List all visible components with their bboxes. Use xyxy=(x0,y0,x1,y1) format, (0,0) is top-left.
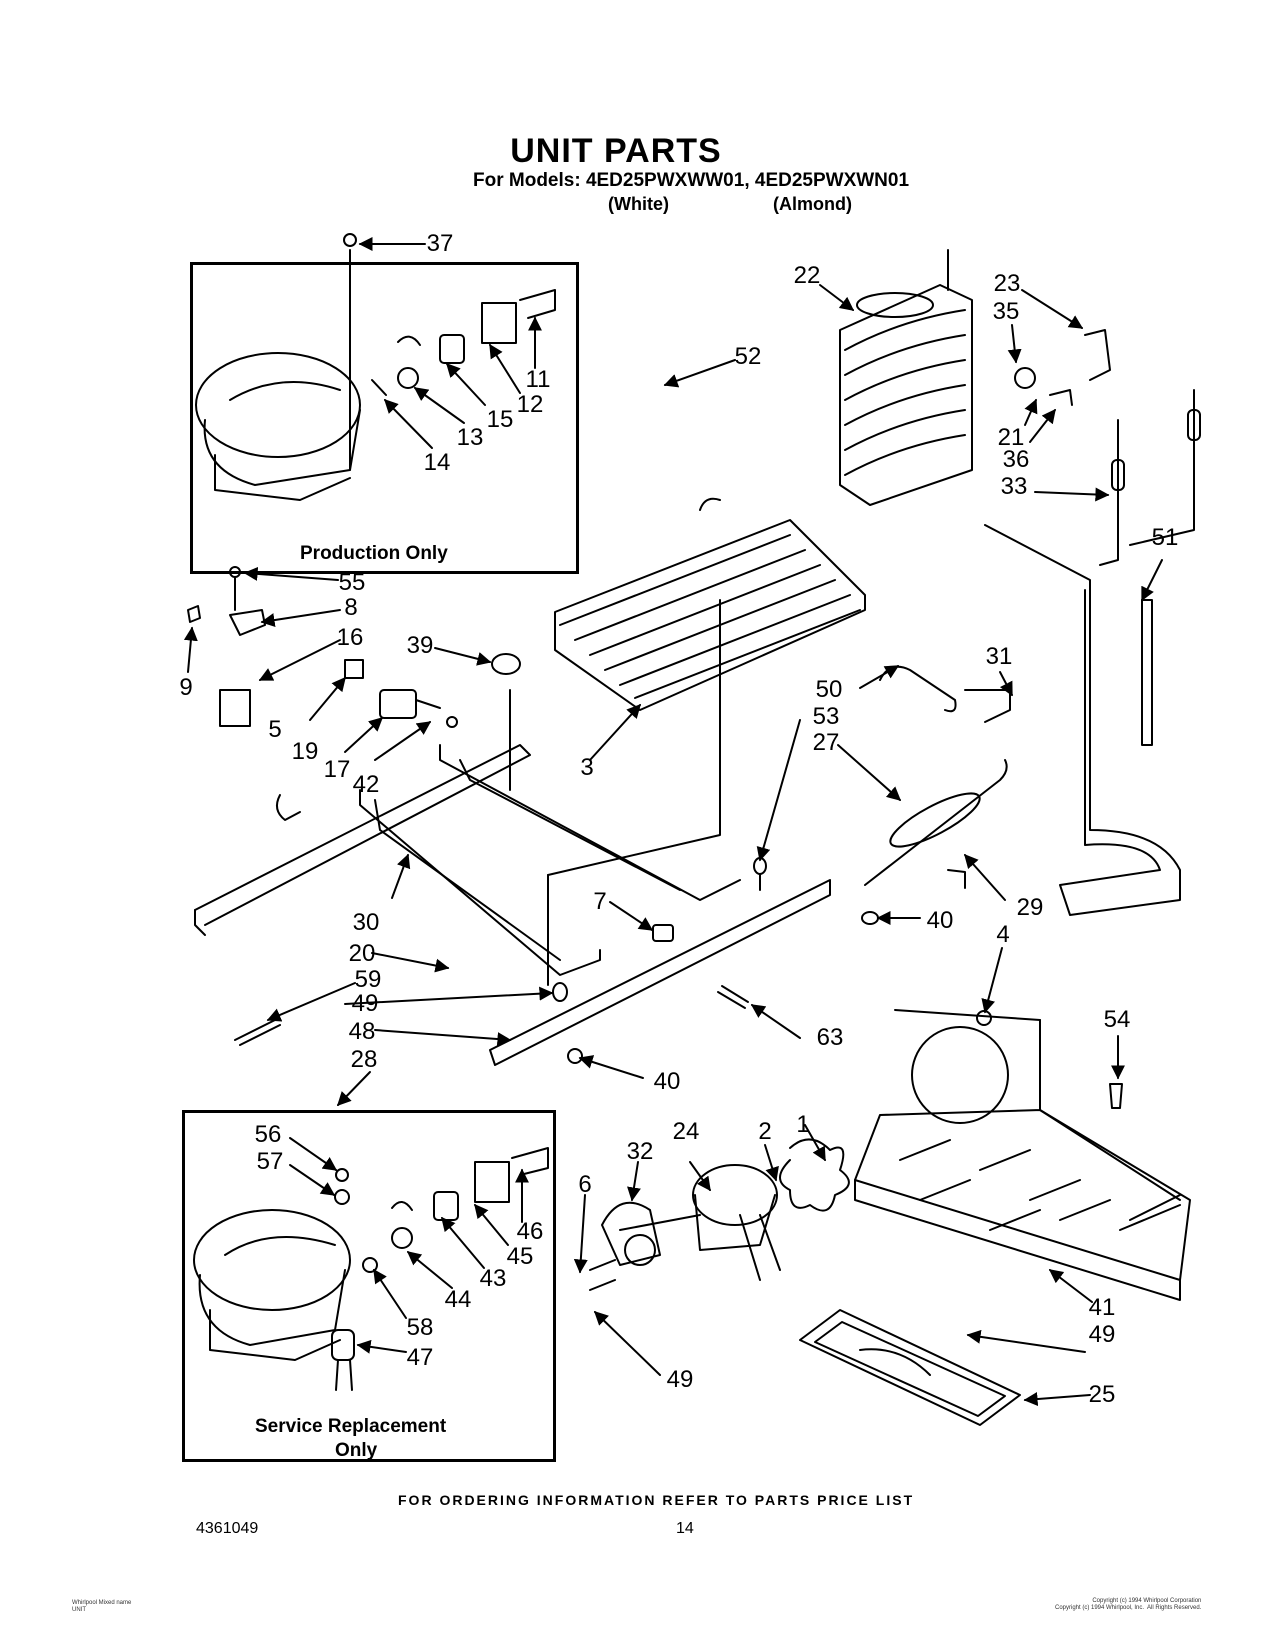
callout-63: 63 xyxy=(816,1024,844,1051)
page-number: 14 xyxy=(676,1520,694,1537)
callout-54: 54 xyxy=(1103,1006,1131,1033)
service-replacement-label-only: Only xyxy=(335,1440,378,1461)
compressor-service xyxy=(194,1148,548,1390)
service-replacement-label: Service Replacement xyxy=(255,1416,447,1437)
callout-13: 13 xyxy=(456,424,484,451)
callout-41: 41 xyxy=(1088,1294,1116,1321)
callout-12: 12 xyxy=(516,391,544,418)
defrost-parts-right xyxy=(985,330,1200,915)
callout-1: 1 xyxy=(796,1111,810,1138)
callout-37: 37 xyxy=(426,230,454,257)
callout-6: 6 xyxy=(578,1171,592,1198)
callout-23: 23 xyxy=(993,270,1021,297)
fineprint-right: Copyright (c) 1994 Whirlpool Corporation… xyxy=(1055,1598,1202,1611)
condenser-coil xyxy=(555,499,865,710)
relay-parts-production xyxy=(344,234,555,470)
callout-43: 43 xyxy=(479,1265,507,1292)
drier-filter xyxy=(865,667,1010,888)
callout-20: 20 xyxy=(348,940,376,967)
callout-2: 2 xyxy=(758,1118,772,1145)
callout-9: 9 xyxy=(179,674,193,701)
callout-52: 52 xyxy=(734,343,762,370)
callout-48: 48 xyxy=(348,1018,376,1045)
callout-50: 50 xyxy=(815,676,843,703)
callout-42: 42 xyxy=(352,771,380,798)
callout-7: 7 xyxy=(593,888,607,915)
callout-59: 59 xyxy=(354,966,382,993)
service-replacement-box xyxy=(182,1110,556,1462)
callout-14: 14 xyxy=(423,449,451,476)
fineprint-left: Whirlpool Mixed name UNIT xyxy=(72,1600,132,1613)
callout-27: 27 xyxy=(812,729,840,756)
callout-3: 3 xyxy=(580,754,594,781)
callout-44: 44 xyxy=(444,1286,472,1313)
page-title: UNIT PARTS xyxy=(510,132,722,170)
callout-58: 58 xyxy=(406,1314,434,1341)
callout-17: 17 xyxy=(323,756,351,783)
ordering-info: FOR ORDERING INFORMATION REFER TO PARTS … xyxy=(398,1492,915,1508)
callout-22: 22 xyxy=(793,262,821,289)
callout-19: 19 xyxy=(291,738,319,765)
compressor-production xyxy=(196,353,360,500)
callout-15: 15 xyxy=(486,406,514,433)
models-line: For Models: 4ED25PWXWW01, 4ED25PWXWN01 xyxy=(473,170,910,191)
machine-compartment-base xyxy=(855,1010,1190,1300)
drain-pan xyxy=(800,1310,1020,1425)
callout-56: 56 xyxy=(254,1121,282,1148)
color-almond-label: (Almond) xyxy=(773,194,852,214)
callout-49-frame: 49 xyxy=(351,990,379,1017)
callout-49-base: 49 xyxy=(1088,1321,1116,1348)
callout-29: 29 xyxy=(1016,894,1044,921)
callout-51: 51 xyxy=(1151,524,1179,551)
color-white-label: (White) xyxy=(608,194,669,214)
callout-5: 5 xyxy=(268,716,282,743)
callout-24: 24 xyxy=(672,1118,700,1145)
callout-49-fan: 49 xyxy=(666,1366,694,1393)
callout-47: 47 xyxy=(406,1344,434,1371)
production-only-box xyxy=(190,262,579,574)
callout-4: 4 xyxy=(996,921,1010,948)
callout-40-lower: 40 xyxy=(653,1068,681,1095)
callout-36: 36 xyxy=(1002,446,1030,473)
fan-motor-assembly xyxy=(590,1139,849,1290)
evaporator-upper xyxy=(840,250,972,505)
callout-53: 53 xyxy=(812,703,840,730)
callout-40: 40 xyxy=(926,907,954,934)
callout-39: 39 xyxy=(406,632,434,659)
callout-11: 11 xyxy=(525,366,551,393)
callout-25: 25 xyxy=(1088,1381,1116,1408)
callout-21: 21 xyxy=(997,424,1025,451)
callout-16: 16 xyxy=(336,624,364,651)
production-only-label: Production Only xyxy=(300,543,448,564)
callout-28: 28 xyxy=(350,1046,378,1073)
callout-32: 32 xyxy=(626,1138,654,1165)
callout-35: 35 xyxy=(992,298,1020,325)
base-frame-rails xyxy=(195,600,830,1065)
callout-46: 46 xyxy=(516,1218,544,1245)
callout-31: 31 xyxy=(985,643,1013,670)
callout-8: 8 xyxy=(344,594,358,621)
document-number: 4361049 xyxy=(196,1520,259,1537)
callout-33: 33 xyxy=(1000,473,1028,500)
callout-55: 55 xyxy=(338,569,366,596)
callout-45: 45 xyxy=(506,1243,534,1270)
callout-30: 30 xyxy=(352,909,380,936)
leader-lines xyxy=(183,237,1162,1407)
callout-57: 57 xyxy=(256,1148,284,1175)
